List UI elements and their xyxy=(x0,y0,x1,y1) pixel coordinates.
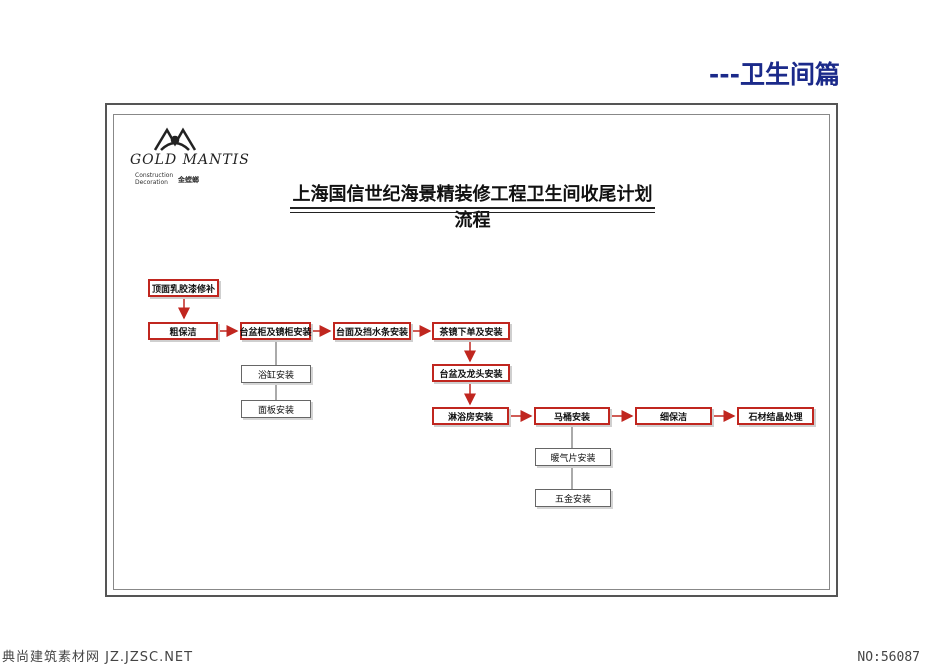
sub-step-bathtub: 浴缸安装 xyxy=(241,365,311,383)
flow-step-mirror-order-install: 茶镜下单及安装 xyxy=(432,322,510,340)
flow-step-countertop-splash: 台面及挡水条安装 xyxy=(333,322,411,340)
flow-step-fine-cleaning: 细保洁 xyxy=(635,407,712,425)
sub-step-panel: 面板安装 xyxy=(241,400,311,418)
footer-watermark: 典尚建筑素材网 JZ.JZSC.NET xyxy=(2,650,194,665)
flow-step-shower-room: 淋浴房安装 xyxy=(432,407,509,425)
gold-mantis-logo-icon xyxy=(153,127,197,151)
logo-subtitle: Construction Decoration xyxy=(135,172,174,186)
section-heading: ---卫生间篇 xyxy=(708,60,840,89)
flow-step-vanity-mirror-cabinet: 台盆柜及镜柜安装 xyxy=(240,322,312,340)
sub-step-radiator: 暖气片安装 xyxy=(535,448,611,466)
logo-chinese-name: 金螳螂 xyxy=(178,176,199,184)
flow-step-stone-crystallization: 石材结晶处理 xyxy=(737,407,814,425)
footer-number: NO:56087 xyxy=(857,650,920,665)
slide-frame xyxy=(105,103,838,597)
title-underline-thin xyxy=(290,212,655,213)
slide-inner-frame xyxy=(113,114,830,590)
title-underline xyxy=(290,207,655,209)
flow-step-toilet: 马桶安装 xyxy=(534,407,610,425)
logo-wordmark: GOLD MANTIS xyxy=(130,152,250,168)
diagram-title: 上海国信世纪海景精装修工程卫生间收尾计划流程 xyxy=(292,184,653,231)
flow-step-rough-cleaning: 粗保洁 xyxy=(148,322,218,340)
sub-step-hardware: 五金安装 xyxy=(535,489,611,507)
flow-step-ceiling-paint-repair: 顶面乳胶漆修补 xyxy=(148,279,219,297)
flow-step-basin-faucet: 台盆及龙头安装 xyxy=(432,364,510,382)
